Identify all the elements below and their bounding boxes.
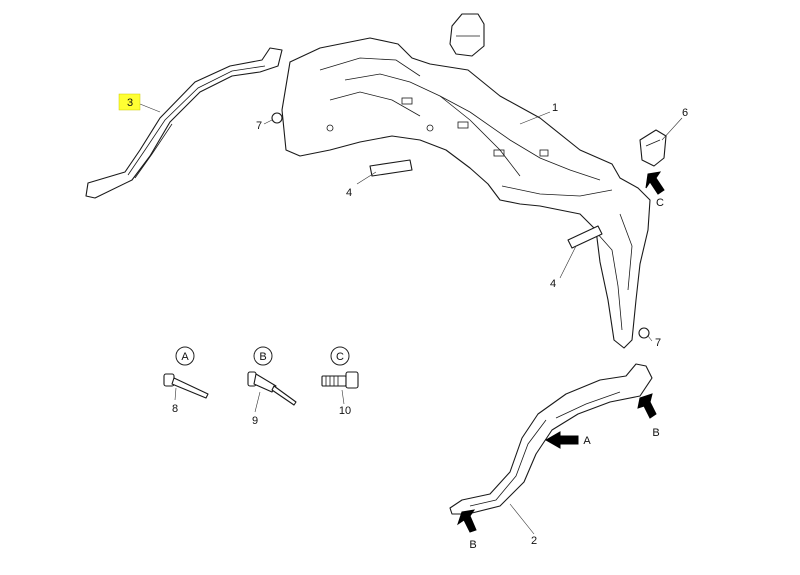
- fastener-key-b-label: B: [259, 351, 266, 363]
- fastener-key-c-label: C: [336, 351, 344, 363]
- callout-8: 8: [172, 403, 178, 415]
- fastener-key-a: A: [175, 346, 195, 366]
- part-1-bulkhead-assembly: [281, 37, 651, 349]
- fastener-10-bolt: [321, 371, 359, 389]
- callout-2: 2: [531, 535, 537, 547]
- fastener-9-rivet: [247, 371, 297, 406]
- callout-1: 1: [552, 102, 558, 114]
- part-3-strip: [85, 47, 283, 199]
- arrow-b-lower-right-label: B: [652, 427, 659, 439]
- callout-9: 9: [252, 415, 258, 427]
- callout-10: 10: [339, 405, 351, 417]
- callout-4-lower: 4: [550, 278, 556, 290]
- part-4-plate-upper: [369, 159, 413, 177]
- fastener-8-rivet: [163, 373, 209, 399]
- part-7-nut-lower: [638, 327, 650, 339]
- fastener-key-c: C: [330, 346, 350, 366]
- part-top-mount: [449, 13, 485, 57]
- callout-3-highlight: [118, 93, 141, 111]
- part-2-brace: [449, 363, 653, 515]
- arrow-a-lower: A: [544, 431, 591, 449]
- part-6-bracket: [639, 129, 667, 167]
- callout-7-upper: 7: [256, 120, 262, 132]
- arrow-c-upper-label: C: [656, 197, 664, 209]
- part-7-nut-upper: [271, 112, 283, 124]
- arrow-b-lower-left-label: B: [469, 539, 476, 551]
- arrow-c-upper: C: [645, 171, 665, 209]
- part-4-plate-lower: [567, 225, 603, 249]
- fastener-key-a-label: A: [181, 351, 189, 363]
- callout-7-lower: 7: [655, 337, 661, 349]
- callout-3: 3: [127, 97, 133, 109]
- callout-6: 6: [682, 107, 688, 119]
- arrow-b-lower-right: B: [637, 393, 660, 439]
- arrow-b-lower-left: B: [457, 509, 477, 551]
- callout-4-upper: 4: [346, 187, 352, 199]
- arrow-a-lower-label: A: [583, 435, 591, 447]
- leader-lines: [139, 103, 683, 535]
- fastener-key-b: B: [253, 346, 273, 366]
